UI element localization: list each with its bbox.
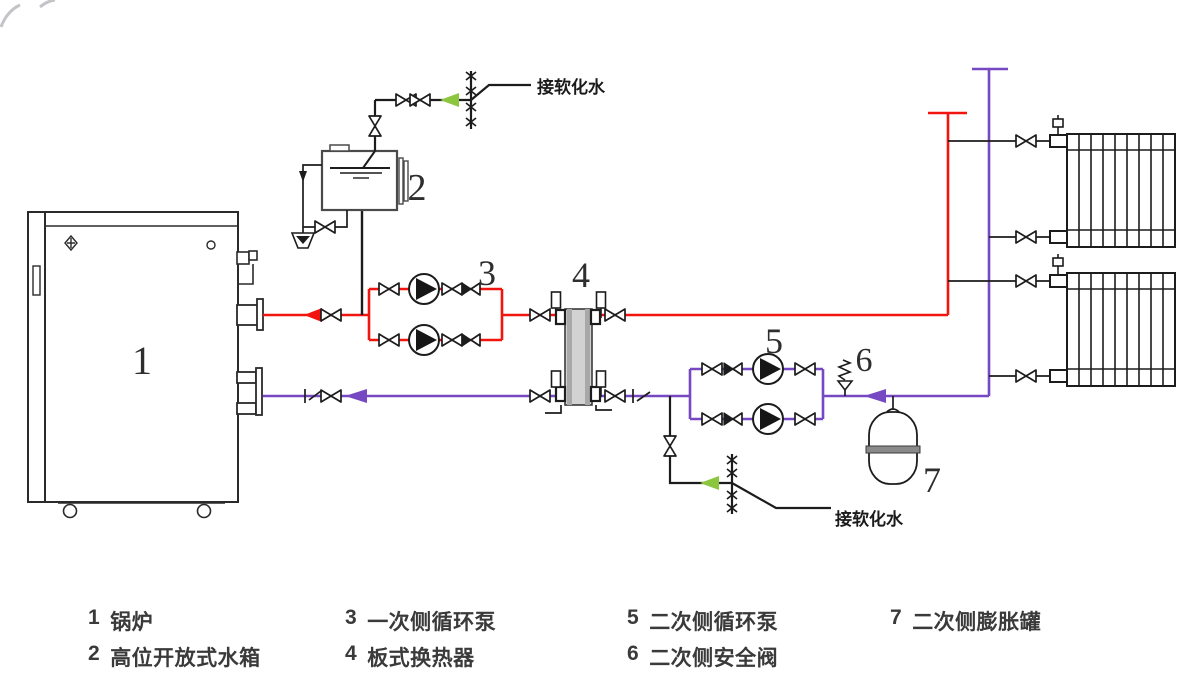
open-water-tank xyxy=(290,144,409,315)
union-icon xyxy=(304,389,322,403)
union-icon xyxy=(632,389,651,403)
fill-valve-icon xyxy=(368,115,382,137)
radiator-valve-icon xyxy=(1015,274,1037,288)
softened-water-label-top: 接软化水 xyxy=(537,77,606,97)
check-valve-icon xyxy=(723,412,743,426)
flow-arrow-green-icon xyxy=(700,476,719,490)
secondary-pump-group xyxy=(701,353,816,435)
expansion-tank-number-label: 7 xyxy=(923,460,941,500)
softened-water-feed-top xyxy=(368,71,531,151)
radiator-2 xyxy=(1049,272,1176,387)
boiler-return-fittings xyxy=(304,389,367,403)
boiler-number-label: 1 xyxy=(132,338,152,383)
legend-item-expansion-tank: 7 二次侧膨胀罐 xyxy=(890,606,1041,636)
air-vent-icon xyxy=(1052,253,1064,275)
tank-number-label: 2 xyxy=(408,167,427,209)
boiler-wheel xyxy=(62,503,78,519)
boiler-return-flange xyxy=(236,367,263,416)
boiler-emblem-icon xyxy=(64,234,78,252)
primary-supply-pipe xyxy=(263,111,967,342)
legend-num: 4 xyxy=(345,642,358,665)
legend-num: 2 xyxy=(88,642,101,665)
pump-icon xyxy=(752,403,784,435)
valve-icon xyxy=(409,93,431,107)
legend-label: 二次侧循环泵 xyxy=(649,611,779,634)
corner-decoration xyxy=(0,0,56,28)
legend-item-boiler: 1 锅炉 xyxy=(88,606,153,636)
legend-label: 锅炉 xyxy=(110,611,154,634)
air-vent-icon xyxy=(1052,114,1064,136)
boiler-wheel xyxy=(196,503,212,519)
heat-exchanger-number-label: 4 xyxy=(572,255,590,295)
radiator-branch-pipes xyxy=(948,140,1051,377)
flow-arrow-purple-icon xyxy=(864,389,886,403)
secondary-pump-number-label: 5 xyxy=(765,321,783,361)
primary-pump-group xyxy=(304,273,481,356)
flow-arrow-green-icon xyxy=(440,93,459,107)
water-level-icon xyxy=(330,167,390,179)
legend-item-safety-valve: 6 二次侧安全阀 xyxy=(627,642,778,672)
primary-pump-number-label: 3 xyxy=(478,253,496,293)
legend-item-primary-pump: 3 一次侧循环泵 xyxy=(345,606,496,636)
down-arrow-icon xyxy=(299,171,307,182)
pump-icon xyxy=(408,273,440,305)
legend-num: 6 xyxy=(627,642,640,665)
check-valve-icon xyxy=(723,362,743,376)
radiator-valve-icon xyxy=(1015,230,1037,244)
softened-water-feed-bottom xyxy=(663,396,831,514)
spring-icon xyxy=(836,359,853,381)
legend-label: 板式换热器 xyxy=(367,647,475,670)
legend-item-secondary-pump: 5 二次侧循环泵 xyxy=(627,606,778,636)
plate-heat-exchanger xyxy=(529,291,651,414)
fill-valve-icon xyxy=(663,435,677,457)
legend-num: 5 xyxy=(627,606,640,629)
flow-arrow-purple-icon xyxy=(345,389,367,403)
legend-item-heat-exchanger: 4 板式换热器 xyxy=(345,642,475,672)
tank-level-gauge xyxy=(398,157,404,205)
legend-item-tank: 2 高位开放式水箱 xyxy=(88,642,261,672)
legend-num: 1 xyxy=(88,606,101,629)
expansion-tank xyxy=(865,396,921,485)
radiator-valve-icon xyxy=(1015,134,1037,148)
valve-icon xyxy=(320,389,342,403)
legend-label: 一次侧循环泵 xyxy=(367,611,497,634)
legend-num: 3 xyxy=(345,606,358,629)
radiator-1 xyxy=(1049,133,1176,248)
softened-water-label-bottom: 接软化水 xyxy=(835,509,904,529)
safety-valve xyxy=(836,359,854,396)
legend-label: 高位开放式水箱 xyxy=(110,647,261,670)
boiler-supply-flange xyxy=(236,304,259,326)
drain-valve-icon xyxy=(314,220,336,234)
safety-valve-number-label: 6 xyxy=(856,342,873,379)
flow-arrow-red-icon xyxy=(304,308,322,322)
check-valve-icon xyxy=(461,333,481,347)
legend-num: 7 xyxy=(890,606,903,629)
legend-label: 二次侧膨胀罐 xyxy=(912,611,1042,634)
valve-icon xyxy=(320,308,342,322)
legend-label: 二次侧安全阀 xyxy=(649,647,779,670)
funnel-icon xyxy=(290,232,316,249)
boiler xyxy=(27,211,264,519)
pump-icon xyxy=(408,324,440,356)
radiator-valve-icon xyxy=(1015,369,1037,383)
